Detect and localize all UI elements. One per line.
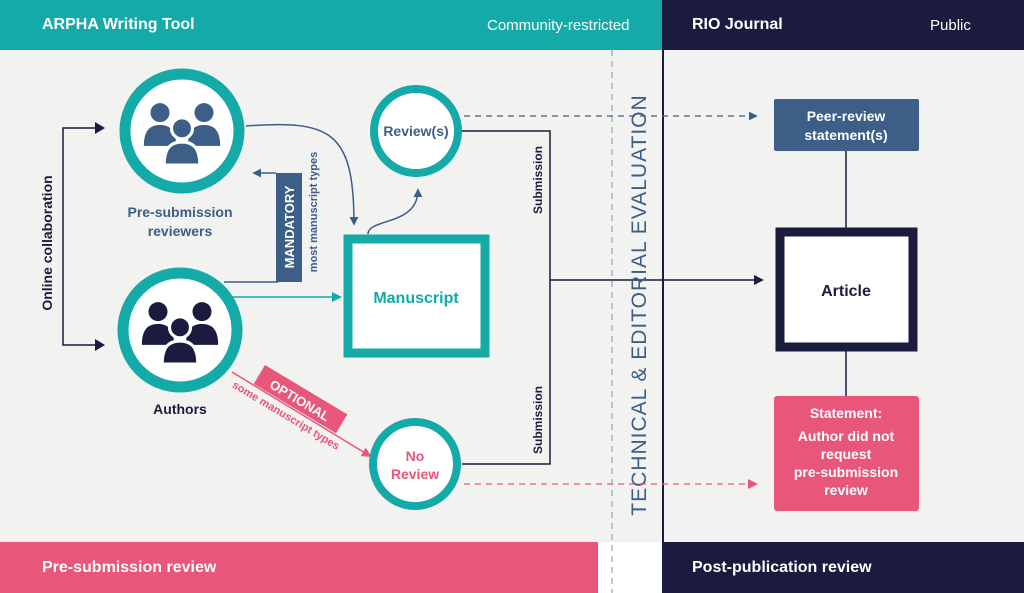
author-statement-line5: review bbox=[824, 482, 868, 498]
header-left-bar: ARPHA Writing Tool bbox=[0, 0, 662, 50]
peer-review-statement-box bbox=[774, 99, 919, 151]
footer-right-bar: Post-publication review bbox=[662, 542, 1024, 593]
header-left-title: ARPHA Writing Tool bbox=[42, 16, 195, 33]
online-collaboration-label: Online collaboration bbox=[39, 175, 55, 310]
collaboration-bracket bbox=[62, 127, 103, 346]
manuscript-to-reviews-arrow bbox=[367, 188, 423, 235]
no-review-label-line1: No bbox=[406, 448, 425, 464]
author-statement-line1: Statement: bbox=[810, 405, 882, 421]
header-right-title: RIO Journal bbox=[692, 16, 783, 33]
submission-bracket bbox=[462, 130, 551, 465]
footer-right-label: Post-publication review bbox=[692, 558, 872, 576]
reviewers-node bbox=[119, 68, 245, 194]
arrowhead-icon bbox=[95, 339, 105, 351]
submission-bottom-label: Submission bbox=[531, 386, 545, 454]
no-review-node bbox=[369, 418, 461, 510]
evaluation-label: TECHNICAL & EDITORIAL EVALUATION bbox=[628, 94, 651, 515]
reviews-label: Review(s) bbox=[383, 123, 448, 139]
reviewers-label-line1: Pre-submission bbox=[127, 204, 232, 220]
left-panel bbox=[0, 50, 662, 542]
header-right-access: Public bbox=[930, 17, 971, 34]
footer-left-label: Pre-submission review bbox=[42, 558, 217, 576]
submission-top-label: Submission bbox=[531, 146, 545, 214]
authors-to-no-review-arrow bbox=[231, 371, 372, 458]
author-statement-box bbox=[774, 396, 919, 511]
reviewers-label-line2: reviewers bbox=[148, 223, 213, 239]
authors-label: Authors bbox=[153, 401, 207, 417]
peer-statement-line1: Peer-review bbox=[807, 108, 886, 124]
arrowhead-icon bbox=[95, 122, 105, 134]
article-label: Article bbox=[821, 283, 871, 300]
authors-node bbox=[117, 267, 243, 393]
author-statement-line2: Author did not bbox=[798, 428, 895, 444]
article-box bbox=[775, 227, 918, 352]
header-right-bar: RIO Journal bbox=[662, 0, 1024, 50]
author-statement-line3: request bbox=[821, 446, 872, 462]
mandatory-badge bbox=[276, 173, 302, 282]
manuscript-label: Manuscript bbox=[373, 290, 459, 307]
header-left-access: Community-restricted bbox=[487, 17, 630, 34]
author-statement-line4: pre-submission bbox=[794, 464, 898, 480]
footer-left-bar: Pre-submission review bbox=[0, 542, 598, 593]
reviews-node bbox=[370, 85, 462, 177]
manuscript-box bbox=[343, 234, 490, 358]
peer-statement-line2: statement(s) bbox=[804, 127, 887, 143]
mandatory-sub-label: most manuscript types bbox=[308, 152, 320, 272]
no-review-label-line2: Review bbox=[391, 466, 439, 482]
mandatory-label: MANDATORY bbox=[282, 185, 297, 268]
reviewers-to-manuscript-arrow bbox=[245, 123, 359, 226]
